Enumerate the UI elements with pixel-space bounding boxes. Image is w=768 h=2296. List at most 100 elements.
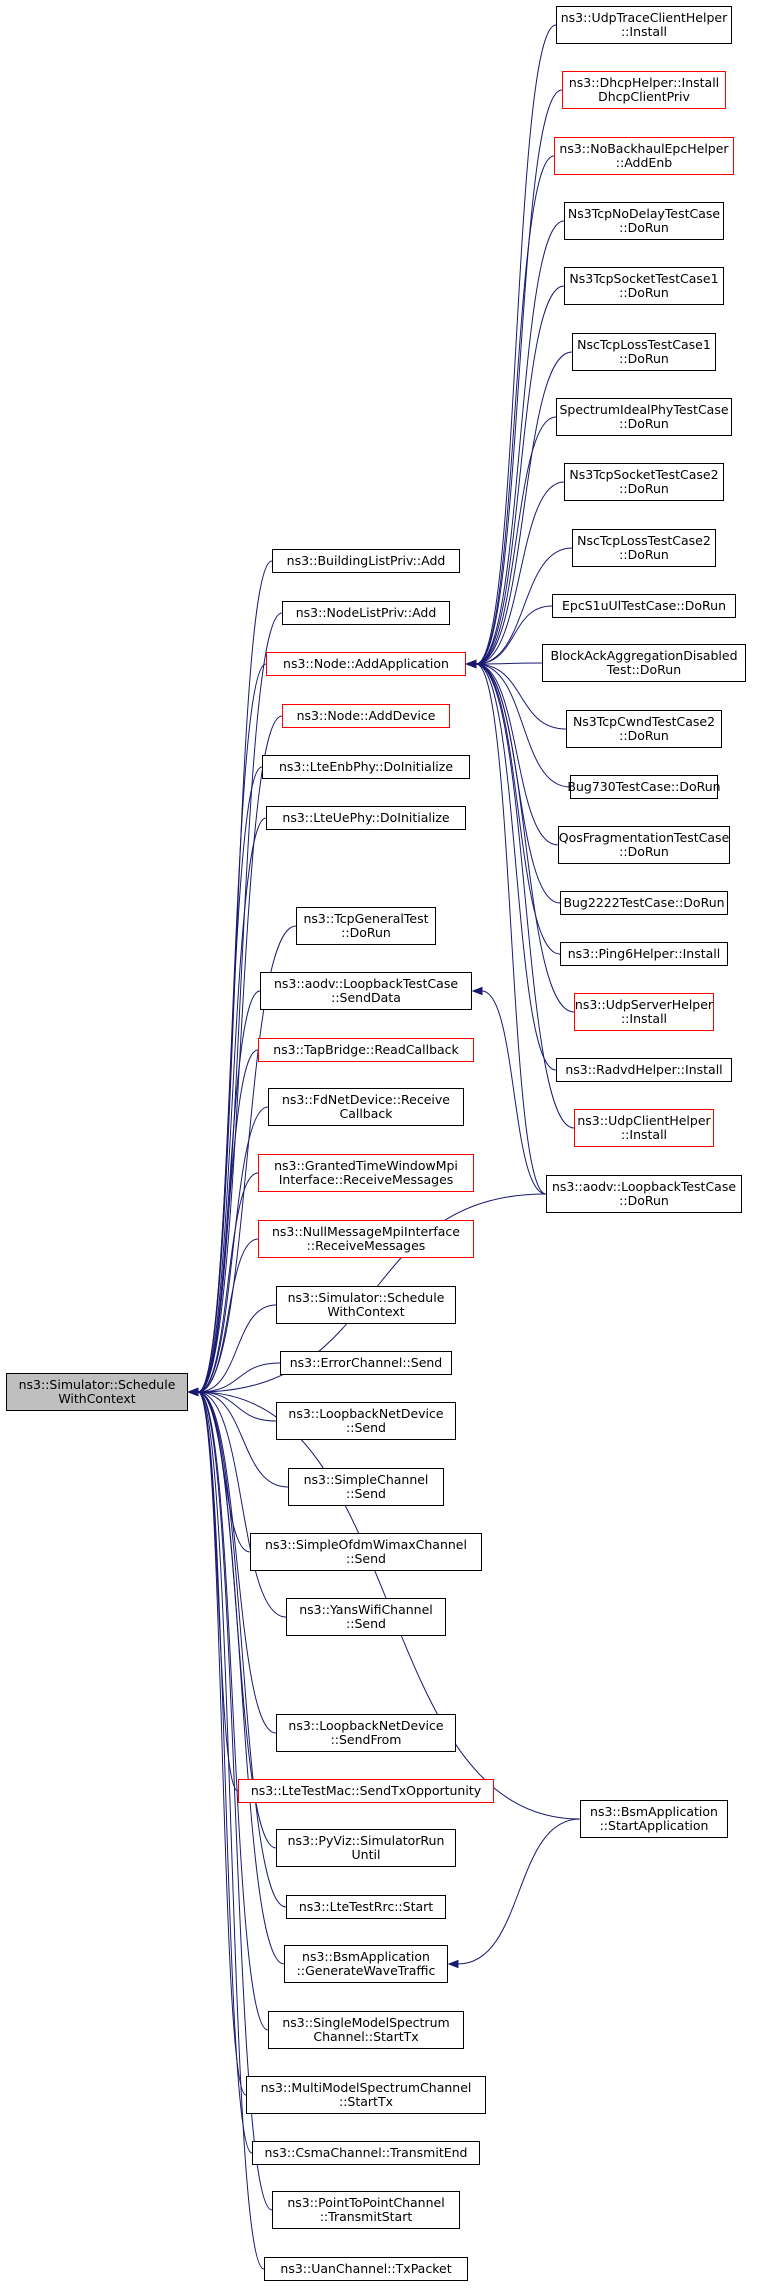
call-edge — [475, 24, 557, 665]
function-node-ns3tcpcwndtestcase2-dorun[interactable]: Ns3TcpCwndTestCase2::DoRun — [566, 710, 722, 748]
function-node-ns3-loopbacknetdevice-send[interactable]: ns3::LoopbackNetDevice::Send — [276, 1402, 456, 1440]
node-label-line: ns3::BsmApplication — [590, 1804, 718, 1819]
function-node-ns3-lteuephy-doinitialize[interactable]: ns3::LteUePhy::DoInitialize — [266, 806, 466, 830]
node-label-line: ns3::UdpClientHelper — [577, 1113, 711, 1128]
edge-arrowhead — [187, 1387, 199, 1397]
function-node-ns3-ltetestmac-sendtxopportunity[interactable]: ns3::LteTestMac::SendTxOpportunity — [238, 1779, 494, 1803]
function-node-nsctcplosstestcase2-dorun[interactable]: NscTcpLossTestCase2::DoRun — [572, 529, 716, 567]
node-label-line: ::TransmitStart — [319, 2209, 413, 2224]
function-node-ns3-pointtopointchannel-transmitstart[interactable]: ns3::PointToPointChannel::TransmitStart — [272, 2191, 460, 2229]
node-label-line: ::DoRun — [619, 351, 669, 366]
node-label-line: ::StartApplication — [599, 1818, 709, 1833]
function-node-nsctcplosstestcase1-dorun[interactable]: NscTcpLossTestCase1::DoRun — [572, 333, 716, 371]
call-edge — [197, 766, 263, 1393]
call-edge — [457, 1818, 581, 1965]
function-node-ns3-radvdhelper-install[interactable]: ns3::RadvdHelper::Install — [556, 1058, 732, 1082]
function-node-bug2222testcase-dorun[interactable]: Bug2222TestCase::DoRun — [560, 891, 728, 915]
function-node-ns3-node-addapplication[interactable]: ns3::Node::AddApplication — [266, 652, 466, 676]
function-node-ns3-nodelistpriv-add[interactable]: ns3::NodeListPriv::Add — [282, 601, 450, 625]
node-label-line: Ns3TcpSocketTestCase2 — [569, 467, 719, 482]
node-label-line: ns3::RadvdHelper::Install — [565, 1062, 723, 1077]
function-node-ns3tcpsockettestcase2-dorun[interactable]: Ns3TcpSocketTestCase2::DoRun — [564, 463, 724, 501]
function-node-ns3-yanswifichannel-send[interactable]: ns3::YansWifiChannel::Send — [286, 1598, 446, 1636]
call-edge — [197, 990, 261, 1393]
function-node-ns3-csmachannel-transmitend[interactable]: ns3::CsmaChannel::TransmitEnd — [252, 2141, 480, 2165]
node-label-line: ns3::MultiModelSpectrumChannel — [260, 2080, 472, 2095]
node-label-line: Ns3TcpCwndTestCase2 — [572, 714, 716, 729]
node-label-line: Ns3TcpSocketTestCase1 — [569, 271, 719, 286]
function-node-ns3tcpnodelaytestcase-dorun[interactable]: Ns3TcpNoDelayTestCase::DoRun — [564, 202, 724, 240]
function-node-epcs1uultestcase-dorun[interactable]: EpcS1uUlTestCase::DoRun — [552, 594, 736, 618]
node-label-line: ::DoRun — [619, 481, 669, 496]
edge-arrowhead — [471, 986, 483, 996]
node-label-line: ns3::TcpGeneralTest — [303, 911, 429, 926]
function-node-ns3-tapbridge-readcallback[interactable]: ns3::TapBridge::ReadCallback — [258, 1038, 474, 1062]
call-edge — [475, 547, 573, 665]
node-label-line: NscTcpLossTestCase1 — [577, 337, 711, 352]
function-node-ns3-lteenbphy-doinitialize[interactable]: ns3::LteEnbPhy::DoInitialize — [262, 755, 470, 779]
node-label-line: ::DoRun — [619, 220, 669, 235]
function-node-qosfragmentationtestcase-dorun[interactable]: QosFragmentationTestCase::DoRun — [558, 826, 730, 864]
function-node-spectrumidealphytestcase-dorun[interactable]: SpectrumIdealPhyTestCase::DoRun — [556, 398, 732, 436]
call-edge — [481, 990, 547, 1195]
function-node-ns3-errorchannel-send[interactable]: ns3::ErrorChannel::Send — [280, 1351, 452, 1375]
node-label-line: ns3::BsmApplication — [302, 1949, 430, 1964]
node-label-line: ns3::UdpServerHelper — [574, 997, 714, 1012]
call-edge — [197, 817, 267, 1393]
node-label-line: ns3::LoopbackNetDevice — [288, 1406, 444, 1421]
function-node-ns3-uanchannel-txpacket[interactable]: ns3::UanChannel::TxPacket — [264, 2257, 468, 2281]
function-node-ns3-simpleofdmwimaxchannel-send[interactable]: ns3::SimpleOfdmWimaxChannel::Send — [250, 1533, 482, 1571]
function-node-ns3-udpclienthelper-install[interactable]: ns3::UdpClientHelper::Install — [574, 1109, 714, 1147]
function-node-ns3-simplechannel-send[interactable]: ns3::SimpleChannel::Send — [288, 1468, 444, 1506]
function-node-ns3-ltetestrrc-start[interactable]: ns3::LteTestRrc::Start — [286, 1895, 446, 1919]
call-edge — [475, 155, 555, 665]
node-label-line: ::Send — [346, 1420, 386, 1435]
call-edge — [475, 662, 543, 665]
call-edge — [475, 351, 573, 665]
function-node-ns3-node-adddevice[interactable]: ns3::Node::AddDevice — [282, 704, 450, 728]
node-label-line: ns3::SimpleChannel — [303, 1472, 429, 1487]
node-label-line: WithContext — [58, 1391, 136, 1406]
node-label-line: ns3::Node::AddApplication — [283, 656, 449, 671]
call-edge — [197, 1391, 253, 2154]
function-node-ns3-bsmapplication-generatewavetraffic[interactable]: ns3::BsmApplication::GenerateWaveTraffic — [284, 1945, 448, 1983]
node-label-line: ::DoRun — [341, 925, 391, 940]
node-label-line: Bug2222TestCase::DoRun — [563, 895, 725, 910]
function-node-ns3-tcpgeneraltest-dorun[interactable]: ns3::TcpGeneralTest::DoRun — [296, 907, 436, 945]
function-node-ns3tcpsockettestcase1-dorun[interactable]: Ns3TcpSocketTestCase1::DoRun — [564, 267, 724, 305]
function-node-ns3-aodv-loopbacktestcase-dorun[interactable]: ns3::aodv::LoopbackTestCase::DoRun — [546, 1175, 742, 1213]
node-label-line: ns3::Simulator::Schedule — [287, 1290, 445, 1305]
function-node-ns3-multimodelspectrumchannel-starttx[interactable]: ns3::MultiModelSpectrumChannel::StartTx — [246, 2076, 486, 2114]
node-label-line: Channel::StartTx — [313, 2029, 419, 2044]
function-node-ns3-bsmapplication-startapplication[interactable]: ns3::BsmApplication::StartApplication — [580, 1800, 728, 1838]
function-node-ns3-loopbacknetdevice-sendfrom[interactable]: ns3::LoopbackNetDevice::SendFrom — [276, 1714, 456, 1752]
node-label-line: ::DoRun — [619, 547, 669, 562]
node-label-line: ns3::UdpTraceClientHelper — [560, 10, 728, 25]
function-node-ns3-udpserverhelper-install[interactable]: ns3::UdpServerHelper::Install — [574, 993, 714, 1031]
node-label-line: QosFragmentationTestCase — [558, 830, 730, 845]
function-node-ns3-buildinglistpriv-add[interactable]: ns3::BuildingListPriv::Add — [272, 549, 460, 573]
function-node-ns3-udptraceclienthelper-install[interactable]: ns3::UdpTraceClientHelper::Install — [556, 6, 732, 44]
call-edge — [197, 1391, 277, 1422]
call-edge — [475, 416, 557, 665]
node-label-line: ns3::YansWifiChannel — [299, 1602, 433, 1617]
call-edge — [475, 663, 571, 788]
call-edge — [475, 663, 575, 1129]
call-edge — [197, 715, 283, 1393]
call-edge — [197, 1391, 269, 2031]
function-node-ns3-nobackhaulepchelper-addenb[interactable]: ns3::NoBackhaulEpcHelper::AddEnb — [554, 137, 734, 175]
function-node-ns3-ping6helper-install[interactable]: ns3::Ping6Helper::Install — [560, 942, 728, 966]
function-node-bug730testcase-dorun[interactable]: Bug730TestCase::DoRun — [567, 775, 721, 799]
node-label-line: ::Send — [346, 1486, 386, 1501]
function-node-ns3-nullmessagempiinterface-receivemessages[interactable]: ns3::NullMessageMpiInterface::ReceiveMes… — [258, 1220, 474, 1258]
function-node-ns3-aodv-loopbacktestcase-senddata[interactable]: ns3::aodv::LoopbackTestCase::SendData — [260, 972, 472, 1010]
node-label-line: ns3::PointToPointChannel — [287, 2195, 445, 2210]
